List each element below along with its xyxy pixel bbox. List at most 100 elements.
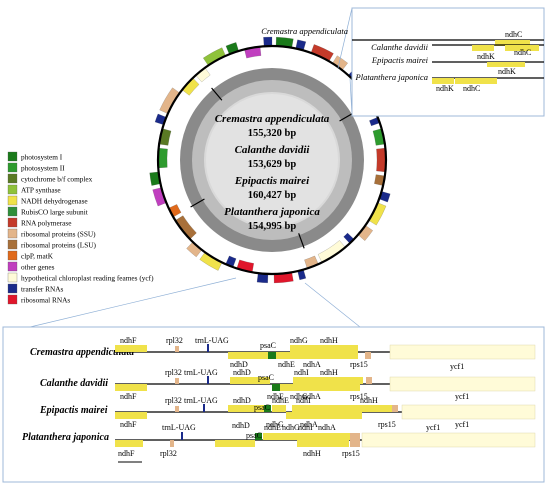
bottom-species-4: Platanthera japonica [22, 432, 109, 443]
circular-gene-block [263, 36, 273, 47]
gene-label-ndhG: ndhG [290, 392, 308, 401]
bottom-row-epipactis: Epipactis mairei rpl32 trnL-UAG ndhD psa… [39, 396, 536, 429]
gene-label-rpl32: rpl32 [160, 449, 177, 458]
gene-ndhA [304, 412, 362, 419]
gene-label-ndhE: ndhE [278, 360, 295, 369]
gene-label-ndhG: ndhG [282, 423, 300, 432]
bottom-row-calanthe: Calanthe davidii rpl32 trnL-UAG ndhD ndh… [40, 368, 536, 401]
legend-label: NADH dehydrogenase [21, 197, 88, 206]
gene-label-trnL-UAG: trnL-UAG [162, 423, 196, 432]
legend-label: ribosomal proteins (LSU) [21, 241, 97, 250]
gene-label-ndhH: ndhH [360, 396, 378, 405]
gene-ndhD [228, 405, 264, 412]
gene-label-ycf1: ycf1 [455, 392, 469, 401]
legend-swatch [7, 217, 18, 228]
gene-ndhF [115, 384, 147, 391]
center-disc-light [206, 94, 338, 226]
gene-label-ndhG: ndhG [290, 336, 308, 345]
gene-ndhE [276, 352, 290, 359]
gene-rpl32 [175, 346, 179, 352]
gene-ndhI [293, 377, 311, 384]
legend-label: photosystem I [21, 153, 63, 162]
legend-label: RNA polymerase [21, 219, 71, 228]
gene-ycf1 [401, 404, 536, 420]
gene-label-ndhI: ndhI [298, 423, 313, 432]
top-gene-label-ndhK: ndhK [436, 84, 454, 93]
legend-item: ribosomal RNAs [7, 294, 70, 305]
legend-swatch [7, 206, 18, 217]
legend-label: photosystem II [21, 164, 65, 173]
legend-label: transfer RNAs [21, 285, 64, 294]
gene-rpl32 [170, 440, 174, 447]
gene-ndhE [280, 384, 294, 391]
gene-ndhG [290, 345, 310, 352]
gene-psaC [268, 352, 276, 359]
connector-line-bottom [29, 277, 237, 328]
gene-ycf1 [389, 344, 536, 360]
gene-label-rpl32: rpl32 [165, 368, 182, 377]
gene-label-ndhH: ndhH [303, 449, 321, 458]
top-species-4: Platanthera japonica [355, 72, 428, 82]
center-size-2: 153,629 bp [248, 159, 297, 170]
gene-ndhH [311, 377, 363, 384]
gene-rps15 [366, 377, 372, 384]
gene-ndhF [115, 412, 147, 419]
junction-zoom-top-right: Cremastra appendiculata ndhC Calanthe da… [261, 7, 545, 117]
bottom-species-1: Cremastra appendiculata [30, 347, 134, 358]
legend-label: cytochrome b/f complex [21, 175, 93, 184]
gene-label-ndhA: ndhA [300, 420, 318, 429]
circular-genome-map: Cremastra appendiculata 155,320 bp Calan… [149, 36, 391, 284]
legend-swatch [7, 151, 18, 162]
legend-label: clpP, matK [21, 252, 54, 261]
legend-item: NADH dehydrogenase [7, 195, 88, 206]
gene-psaC [264, 405, 271, 412]
gene-label-rps15: rps15 [378, 420, 396, 429]
region-boundary-mark [190, 198, 205, 208]
connector-line-top [337, 7, 353, 69]
center-species-1: Cremastra appendiculata [215, 113, 330, 125]
top-gene-ndhC [495, 40, 530, 46]
gene-label-ndhG: ndhG [266, 420, 284, 429]
legend-item: ribosomal proteins (LSU) [7, 239, 97, 250]
legend-swatch [7, 162, 18, 173]
legend-swatch [7, 195, 18, 206]
top-gene-ndhC [455, 78, 497, 84]
gene-trnL-UAG [207, 344, 209, 352]
gene-label-ndhI: ndhI [296, 396, 311, 405]
legend-swatch [7, 283, 18, 294]
gene-label-ndhE: ndhE [267, 392, 284, 401]
center-species-3: Epipactis mairei [234, 175, 310, 187]
genome-outer-ring [156, 44, 388, 276]
legend-item: RubisCO large subunit [7, 206, 88, 217]
top-gene-label-ndhC: ndhC [463, 84, 480, 93]
gene-ndhA [290, 352, 358, 359]
circular-gene-block [376, 147, 387, 173]
bottom-species-2: Calanthe davidii [40, 378, 108, 389]
gene-ndhG [279, 433, 297, 440]
legend-item: ribosomal proteins (SSU) [7, 228, 96, 239]
gene-label-ndhE: ndhE [264, 423, 281, 432]
gene-label-ndhF: ndhF [120, 392, 137, 401]
gene-label-ndhH: ndhH [320, 336, 338, 345]
legend-swatch [7, 261, 18, 272]
top-gene-ndhK [432, 78, 454, 84]
region-boundary-mark [211, 87, 223, 101]
junction-zoom-bottom: Cremastra appendiculata ndhF rpl32 trnL-… [2, 326, 545, 483]
gene-category-legend: photosystem I photosystem II cytochrome … [7, 151, 154, 305]
legend-label: ribosomal RNAs [21, 296, 70, 305]
gene-label-trnL-UAG: trnL-UAG [195, 336, 229, 345]
gene-ndhH [310, 345, 358, 352]
top-gene-label-ndhC: ndhC [514, 48, 531, 57]
gene-label-ndhF: ndhF [120, 336, 137, 345]
center-species-4: Platanthera japonica [224, 206, 320, 218]
gene-ndhH [310, 405, 392, 412]
gene-ndhE [263, 433, 279, 440]
gene-label-ndhI: ndhI [294, 368, 309, 377]
gene-label-psaC: psaC [260, 341, 276, 350]
center-species-sizes: Cremastra appendiculata 155,320 bp Calan… [215, 113, 330, 232]
gene-psaC [255, 433, 262, 440]
gene-label-psaC: psaC [258, 373, 274, 382]
gene-ndhI [297, 433, 315, 440]
legend-swatch [7, 294, 18, 305]
gene-psaC [272, 384, 280, 391]
